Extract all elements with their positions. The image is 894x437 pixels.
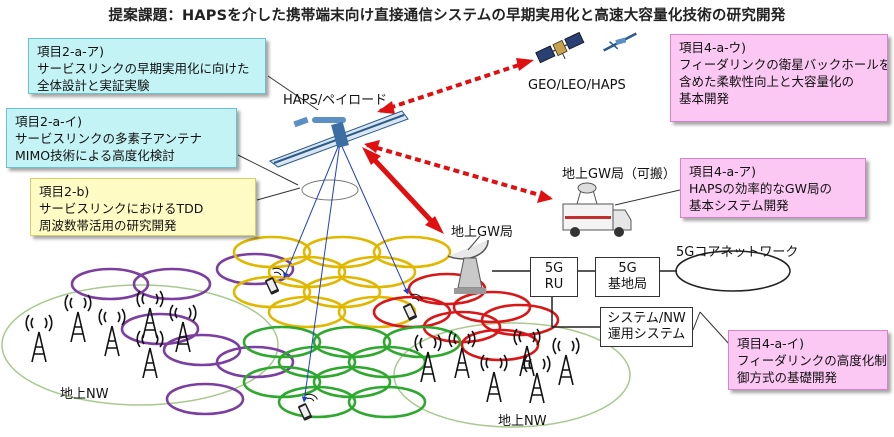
core-network-label: 5Gコアネットワーク — [676, 245, 799, 260]
geo-leo-haps-label: GEO/LEO/HAPS — [528, 78, 626, 93]
yellow-cell-rings — [232, 235, 452, 329]
item-2a-i-box: 項目2-a-イ) サービスリンクの多素子アンテナ MIMO技術による高度化検討 — [6, 108, 237, 168]
portable-gw-vehicle-icon — [562, 182, 632, 237]
beam-footprint — [301, 179, 359, 201]
mobile-terminals — [265, 267, 423, 421]
ground-gw-label: 地上GW局 — [451, 225, 513, 240]
haps-aircraft-icon — [268, 110, 409, 168]
purple-cell-rings — [70, 252, 295, 416]
item-4a-i-box: 項目4-a-イ) フィーダリンクの高度化制 御方式の基礎開発 — [728, 330, 888, 390]
cell-towers — [25, 290, 580, 404]
feeder-links — [362, 58, 553, 234]
item-4a-u-box: 項目4-a-ウ) フィーダリンクの衛星バックホールを 含めた柔軟性向上と大容量化… — [670, 34, 888, 122]
ground-nw-left-label: 地上NW — [60, 387, 109, 402]
core-network-ellipse — [675, 250, 791, 292]
ground-gw-portable-label: 地上GW局（可搬） — [562, 167, 676, 182]
callout-lines — [237, 75, 731, 346]
item-4a-a-box: 項目4-a-ア) HAPSの効率的なGW局の 基本システム開発 — [680, 158, 866, 218]
satellite-icon — [535, 31, 585, 64]
small-haps-plane-icon — [603, 32, 637, 52]
ground-nw-bottom-label: 地上NW — [498, 414, 547, 429]
backhaul-lines — [492, 270, 677, 328]
ground-gw-dish-icon — [447, 235, 489, 294]
item-2b-box: 項目2-b) サービスリンクにおけるTDD 周波数帯活用の研究開発 — [30, 178, 256, 236]
5g-ru-node: 5G RU — [530, 257, 578, 297]
green-cell-rings — [242, 325, 462, 419]
ops-system-node: システム/NW 運用システム — [600, 307, 693, 347]
5g-base-station-node: 5G 基地局 — [595, 257, 660, 297]
haps-payload-label: HAPS/ペイロード — [283, 93, 388, 108]
item-2a-a-box: 項目2-a-ア) サービスリンクの早期実用化に向けた 全体設計と実証実験 — [28, 38, 266, 94]
ground-nw-area-right — [393, 322, 631, 428]
ground-nw-area-left — [1, 284, 279, 406]
service-link-beams — [283, 141, 409, 403]
page-title: 提案課題：HAPSを介した携帯端末向け直接通信システムの早期実用化と高速大容量化… — [108, 8, 786, 24]
